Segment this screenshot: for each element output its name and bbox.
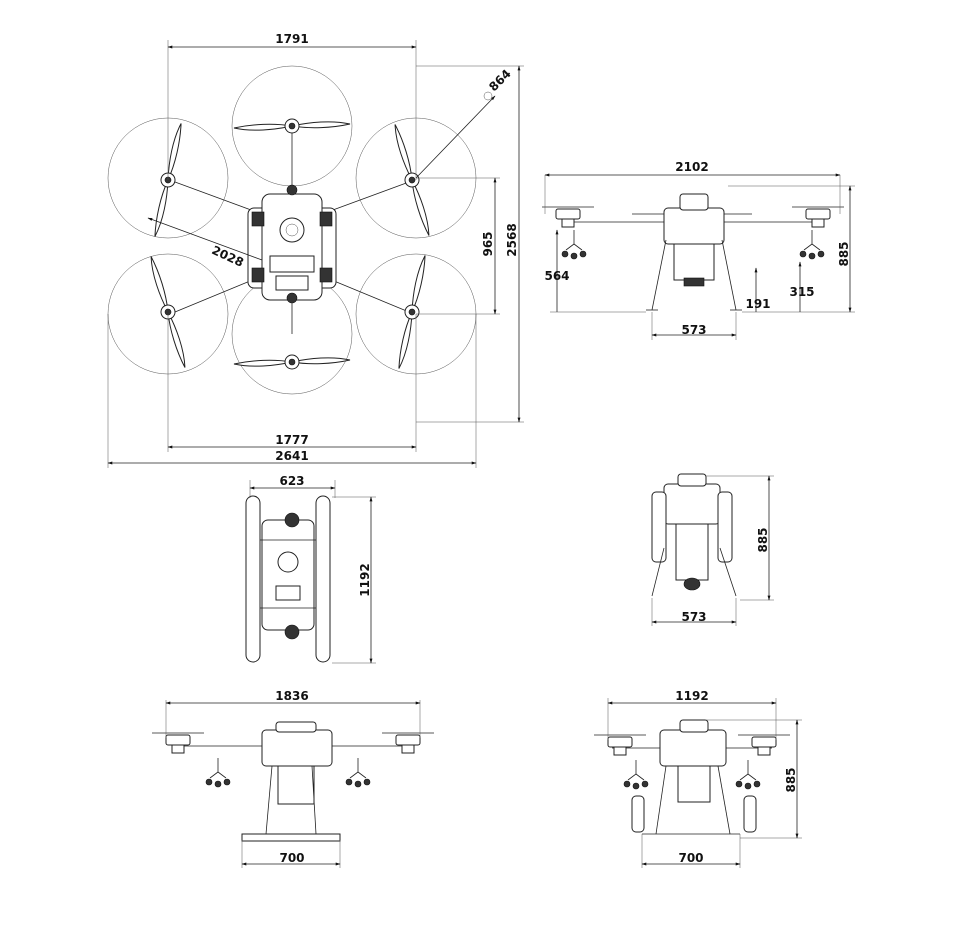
folded-front-view: 885 573 xyxy=(651,473,774,626)
side-view-dimensions: 1836 700 xyxy=(165,689,421,868)
dim-side-skid: 700 xyxy=(279,851,304,865)
dim-front-leg-spacing: 573 xyxy=(681,323,706,337)
dim-ground-clearance: 191 xyxy=(745,297,770,311)
dim-folded-length: 1192 xyxy=(358,563,372,596)
top-view: 1791 864 2028 965 2568 1777 2641 xyxy=(107,32,524,468)
dim-folded-side-width: 1192 xyxy=(675,689,708,703)
dim-prop-diameter: 864 xyxy=(486,66,514,94)
dim-folded-side-height: 885 xyxy=(784,767,798,792)
folded-top-view: 623 1192 xyxy=(245,474,376,664)
dim-total-height: 2568 xyxy=(505,223,519,256)
dim-sprayer-height: 564 xyxy=(544,269,569,283)
dim-folded-width: 623 xyxy=(279,474,304,488)
front-view: 2102 885 564 191 315 573 xyxy=(541,160,855,340)
drone-body xyxy=(247,184,337,304)
folded-side-view: 1192 885 700 xyxy=(593,689,802,868)
dim-front-width: 2102 xyxy=(675,160,708,174)
folded-top-dimensions: 623 1192 xyxy=(249,474,376,664)
dim-half-height: 965 xyxy=(481,231,495,256)
dim-folded-side-skid: 700 xyxy=(678,851,703,865)
dim-front-height: 885 xyxy=(837,241,851,266)
dim-bottom-width: 1777 xyxy=(275,433,308,447)
dim-folded-front-height: 885 xyxy=(756,527,770,552)
folded-side-dimensions: 1192 885 700 xyxy=(607,689,802,868)
dim-folded-front-leg-spacing: 573 xyxy=(681,610,706,624)
dim-top-width: 1791 xyxy=(275,32,308,46)
dim-side-width: 1836 xyxy=(275,689,308,703)
dim-nozzle-height: 315 xyxy=(789,285,814,299)
side-view: 1836 700 xyxy=(151,689,435,868)
dim-total-width: 2641 xyxy=(275,449,308,463)
front-view-dimensions: 2102 885 564 191 315 573 xyxy=(544,160,855,340)
folded-front-dimensions: 885 573 xyxy=(651,475,774,626)
